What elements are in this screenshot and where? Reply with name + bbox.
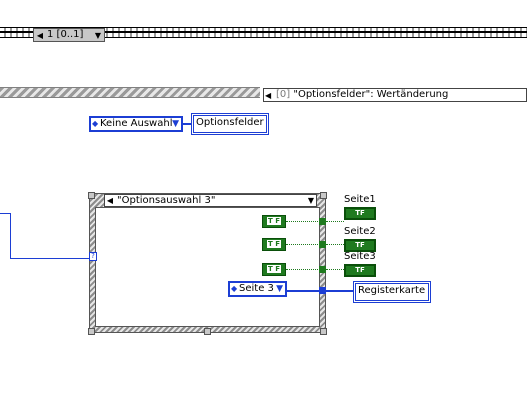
tab-enum-wire-inner	[287, 290, 319, 292]
sequence-frame-label: 1 [0..1]	[47, 29, 84, 40]
seite1-indicator[interactable]: TF	[344, 207, 376, 220]
selector-wire-vertical	[10, 213, 11, 259]
resize-handle[interactable]	[88, 328, 95, 335]
event-case-text: [0] "Optionsfelder": Wertänderung	[276, 89, 448, 101]
boolean-wire-3	[286, 269, 320, 270]
seite-3-enum-constant[interactable]: ◆ Seite 3 ▼	[228, 281, 287, 297]
optionsfelder-label: Optionsfelder	[196, 117, 264, 128]
event-case-index: [0]	[276, 89, 291, 100]
registerkarte-label: Registerkarte	[358, 285, 426, 296]
indicator-wire-2	[326, 244, 344, 245]
registerkarte-indicator-terminal[interactable]: Registerkarte	[353, 281, 431, 303]
increment-decrement-icon[interactable]: ◆	[231, 284, 238, 293]
enum-value: Keine Auswahl	[100, 118, 173, 129]
sequence-frame-selector[interactable]: ◀ 1 [0..1] ▼	[33, 28, 105, 42]
boolean-constant-1[interactable]: T F	[262, 215, 286, 228]
tab-enum-value: Seite 3	[239, 283, 274, 294]
boolean-wire-1	[286, 221, 320, 222]
output-tunnel-1[interactable]	[319, 218, 326, 225]
dropdown-arrow-icon[interactable]: ▼	[94, 31, 102, 40]
event-case-label: "Optionsfelder": Wertänderung	[293, 89, 449, 100]
increment-decrement-icon[interactable]: ◆	[92, 119, 99, 128]
keine-auswahl-enum-constant[interactable]: ◆ Keine Auswahl ▼	[89, 116, 183, 132]
case-selector-terminal[interactable]: ?	[89, 252, 97, 261]
selector-wire-horizontal-top	[0, 213, 10, 214]
optionsfelder-control-terminal[interactable]: Optionsfelder	[191, 113, 269, 135]
decrement-arrow-icon[interactable]: ◀	[36, 31, 44, 40]
dropdown-arrow-icon[interactable]: ▼	[172, 119, 179, 129]
dropdown-arrow-icon[interactable]: ▼	[276, 284, 283, 294]
decrement-arrow-icon[interactable]: ◀	[106, 196, 114, 205]
output-tunnel-2[interactable]	[319, 241, 326, 248]
boolean-text: T F	[267, 265, 281, 273]
case-selector-label: "Optionsauswahl 3"	[117, 195, 216, 206]
dropdown-arrow-icon[interactable]: ▼	[307, 196, 315, 205]
seite3-indicator[interactable]: TF	[344, 264, 376, 277]
seite2-indicator[interactable]: TF	[344, 239, 376, 252]
tab-enum-wire-outer	[326, 290, 354, 292]
case-structure-diagram	[95, 207, 320, 327]
boolean-constant-2[interactable]: T F	[262, 238, 286, 251]
resize-handle[interactable]	[88, 192, 95, 199]
sequence-frame-rail	[0, 31, 527, 33]
resize-handle[interactable]	[320, 192, 327, 199]
enum-to-control-wire	[183, 123, 192, 125]
case-selector[interactable]: ◀ "Optionsauswahl 3" ▼	[104, 194, 317, 207]
indicator-text: TF	[355, 266, 365, 274]
seite1-label: Seite1	[344, 194, 376, 205]
event-case-selector[interactable]: ◀ [0] "Optionsfelder": Wertänderung	[263, 88, 527, 102]
indicator-text: TF	[355, 209, 365, 217]
output-tunnel-enum[interactable]	[319, 287, 326, 294]
indicator-text: TF	[355, 241, 365, 249]
boolean-text: T F	[267, 240, 281, 248]
indicator-wire-1	[326, 221, 344, 222]
boolean-wire-2	[286, 244, 320, 245]
output-tunnel-3[interactable]	[319, 266, 326, 273]
indicator-wire-3	[326, 269, 344, 270]
seite3-label: Seite3	[344, 251, 376, 262]
boolean-constant-3[interactable]: T F	[262, 263, 286, 276]
resize-handle[interactable]	[204, 328, 211, 335]
decrement-arrow-icon[interactable]: ◀	[265, 91, 272, 100]
resize-handle[interactable]	[320, 328, 327, 335]
event-structure-border	[0, 87, 260, 98]
seite2-label: Seite2	[344, 226, 376, 237]
boolean-text: T F	[267, 217, 281, 225]
selector-wire-horizontal-bottom	[10, 258, 90, 259]
